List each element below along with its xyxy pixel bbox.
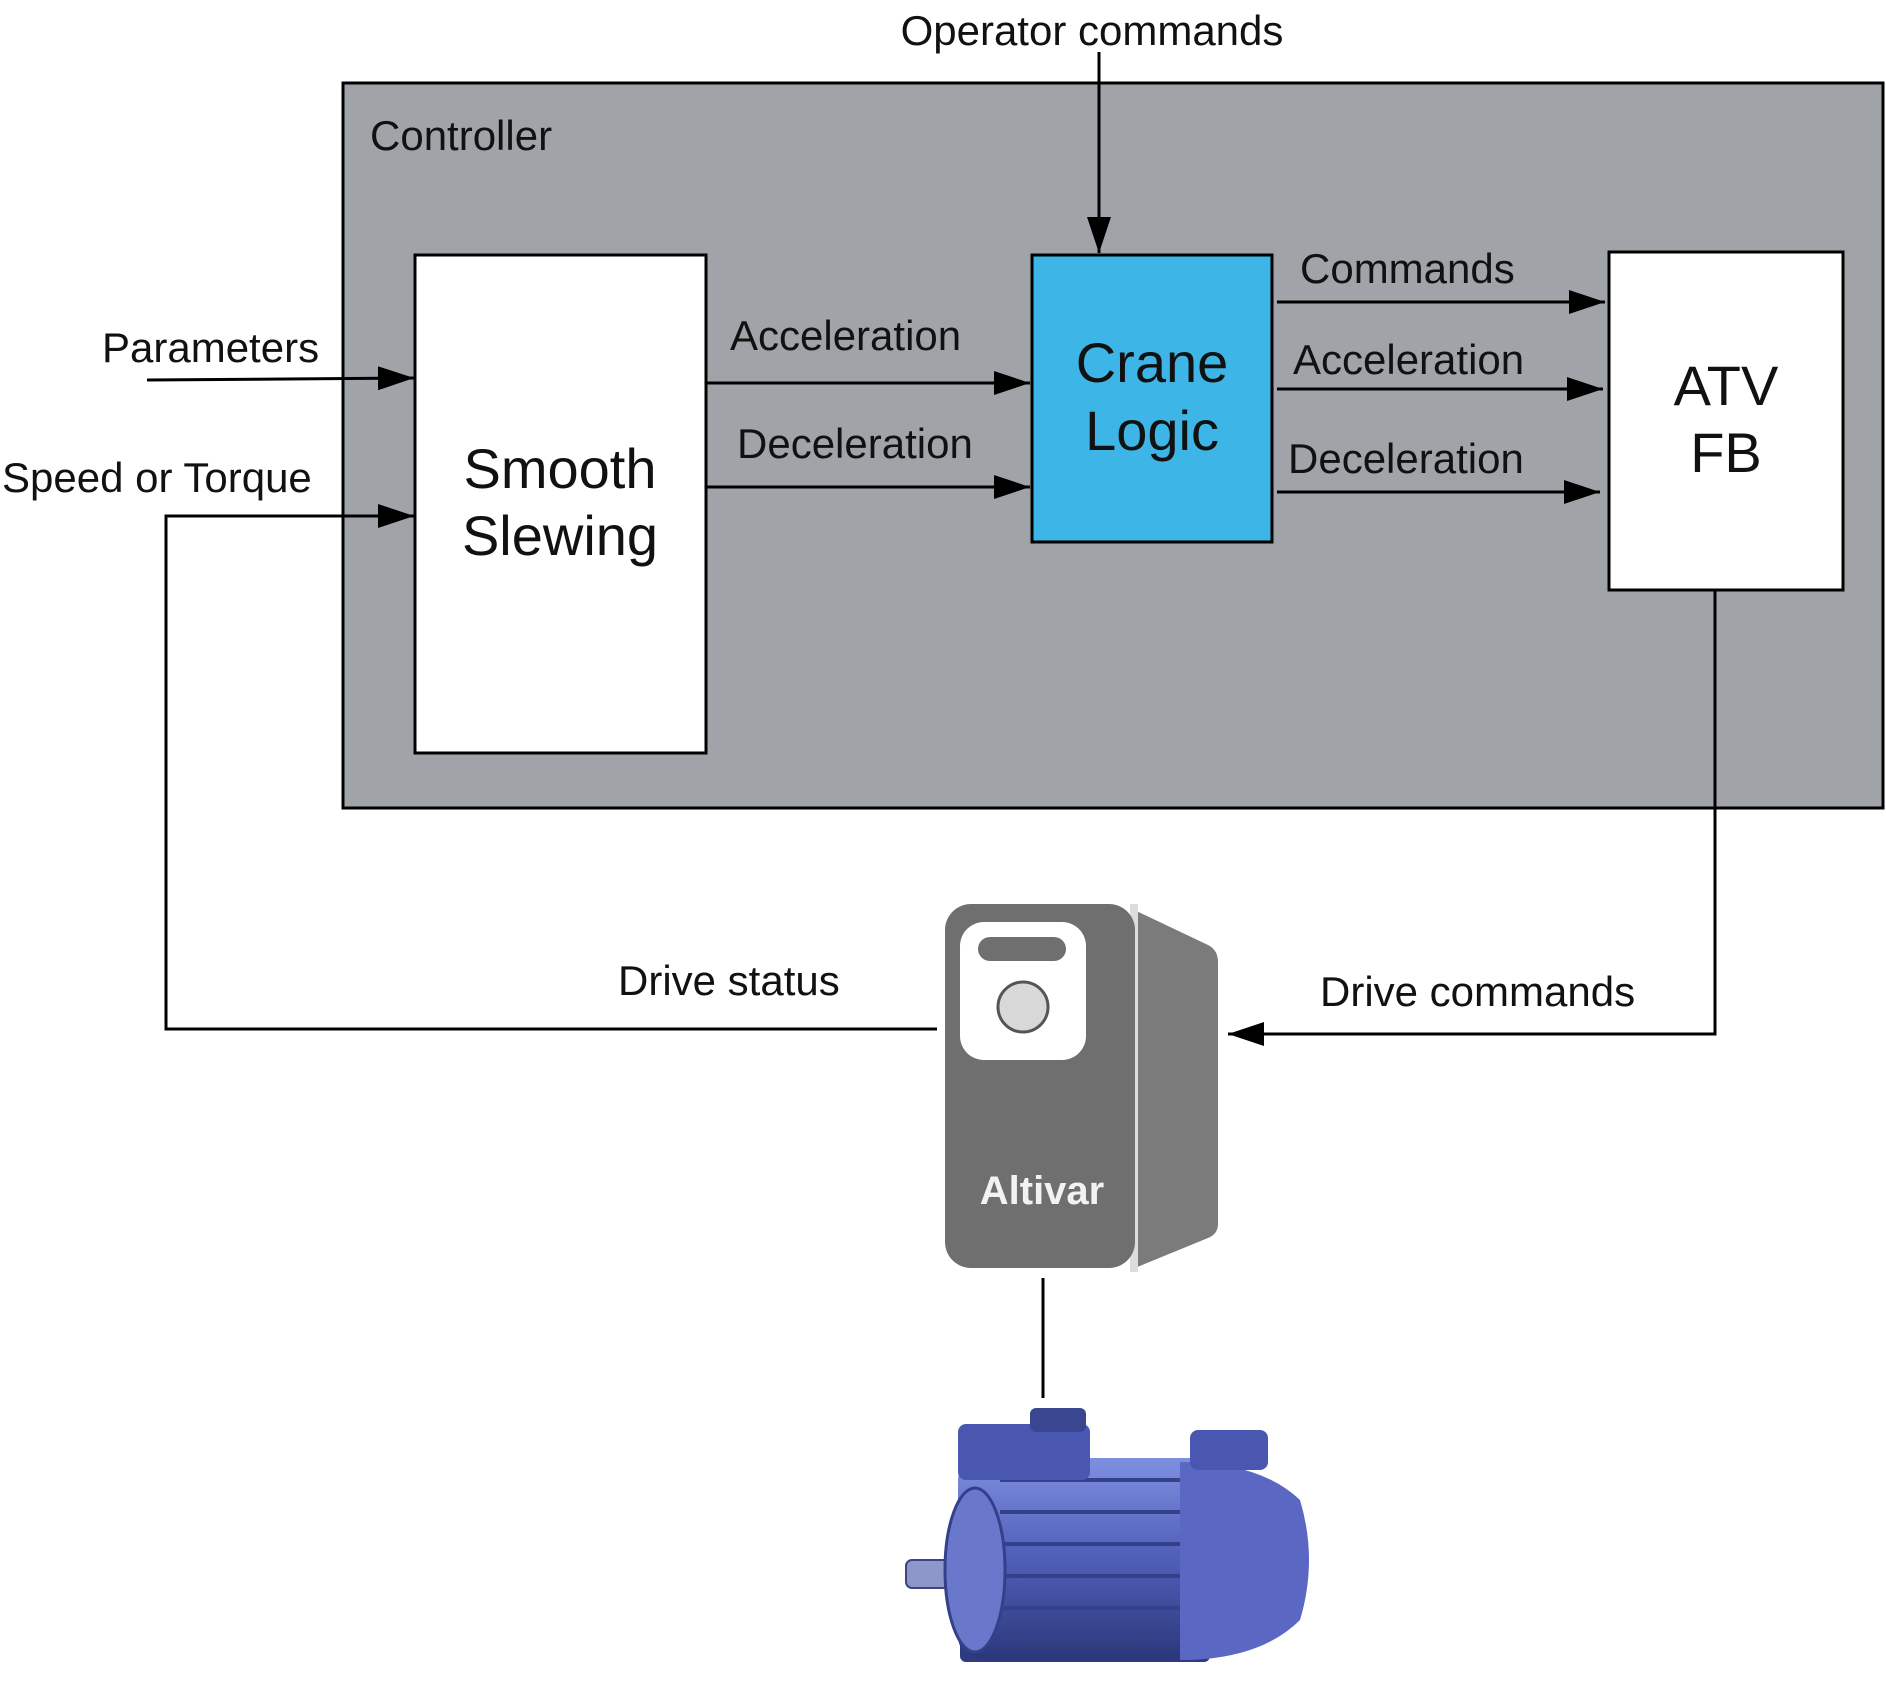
drive-brand-label: Altivar	[980, 1169, 1105, 1213]
cl-deceleration-label: Deceleration	[1288, 435, 1524, 482]
parameters-arrow	[146, 366, 415, 391]
drive-status-label: Drive status	[618, 957, 840, 1004]
smooth-slewing-line1: Smooth	[464, 437, 657, 500]
ss-deceleration-label: Deceleration	[737, 420, 973, 467]
electric-motor-icon	[905, 1408, 1309, 1662]
motor-end-shield	[943, 1486, 1007, 1654]
cl-commands-label: Commands	[1300, 245, 1515, 292]
atv-fb-line1: ATV	[1674, 354, 1779, 417]
parameters-label: Parameters	[102, 324, 319, 371]
drive-display	[978, 937, 1066, 961]
crane-logic-block	[1030, 253, 1274, 544]
drive-commands-line	[1228, 590, 1717, 1046]
motor-fan-cover	[1180, 1462, 1309, 1660]
crane-logic-line2: Logic	[1085, 399, 1219, 462]
drive-status-line	[164, 504, 937, 1031]
motor-fins	[1000, 1478, 1180, 1640]
operator-commands-label: Operator commands	[901, 7, 1284, 54]
motor-terminal-box	[958, 1424, 1090, 1480]
drive-commands-label: Drive commands	[1320, 968, 1635, 1015]
atv-fb-block	[1607, 250, 1845, 592]
altivar-drive-icon: Altivar	[945, 904, 1218, 1272]
speed-or-torque-label: Speed or Torque	[2, 454, 312, 501]
atv-fb-line2: FB	[1690, 421, 1762, 484]
controller-label: Controller	[370, 112, 552, 159]
smooth-slewing-line2: Slewing	[462, 504, 658, 567]
motor-terminal-box-top	[1030, 1408, 1086, 1432]
smooth-slewing-block	[413, 253, 708, 755]
cl-acceleration-label: Acceleration	[1293, 336, 1524, 383]
ss-acceleration-label: Acceleration	[730, 312, 961, 359]
motor-lifting-eye	[1190, 1430, 1268, 1470]
crane-logic-line1: Crane	[1076, 331, 1229, 394]
drive-side-panel	[1130, 908, 1218, 1270]
drive-knob	[996, 980, 1050, 1034]
